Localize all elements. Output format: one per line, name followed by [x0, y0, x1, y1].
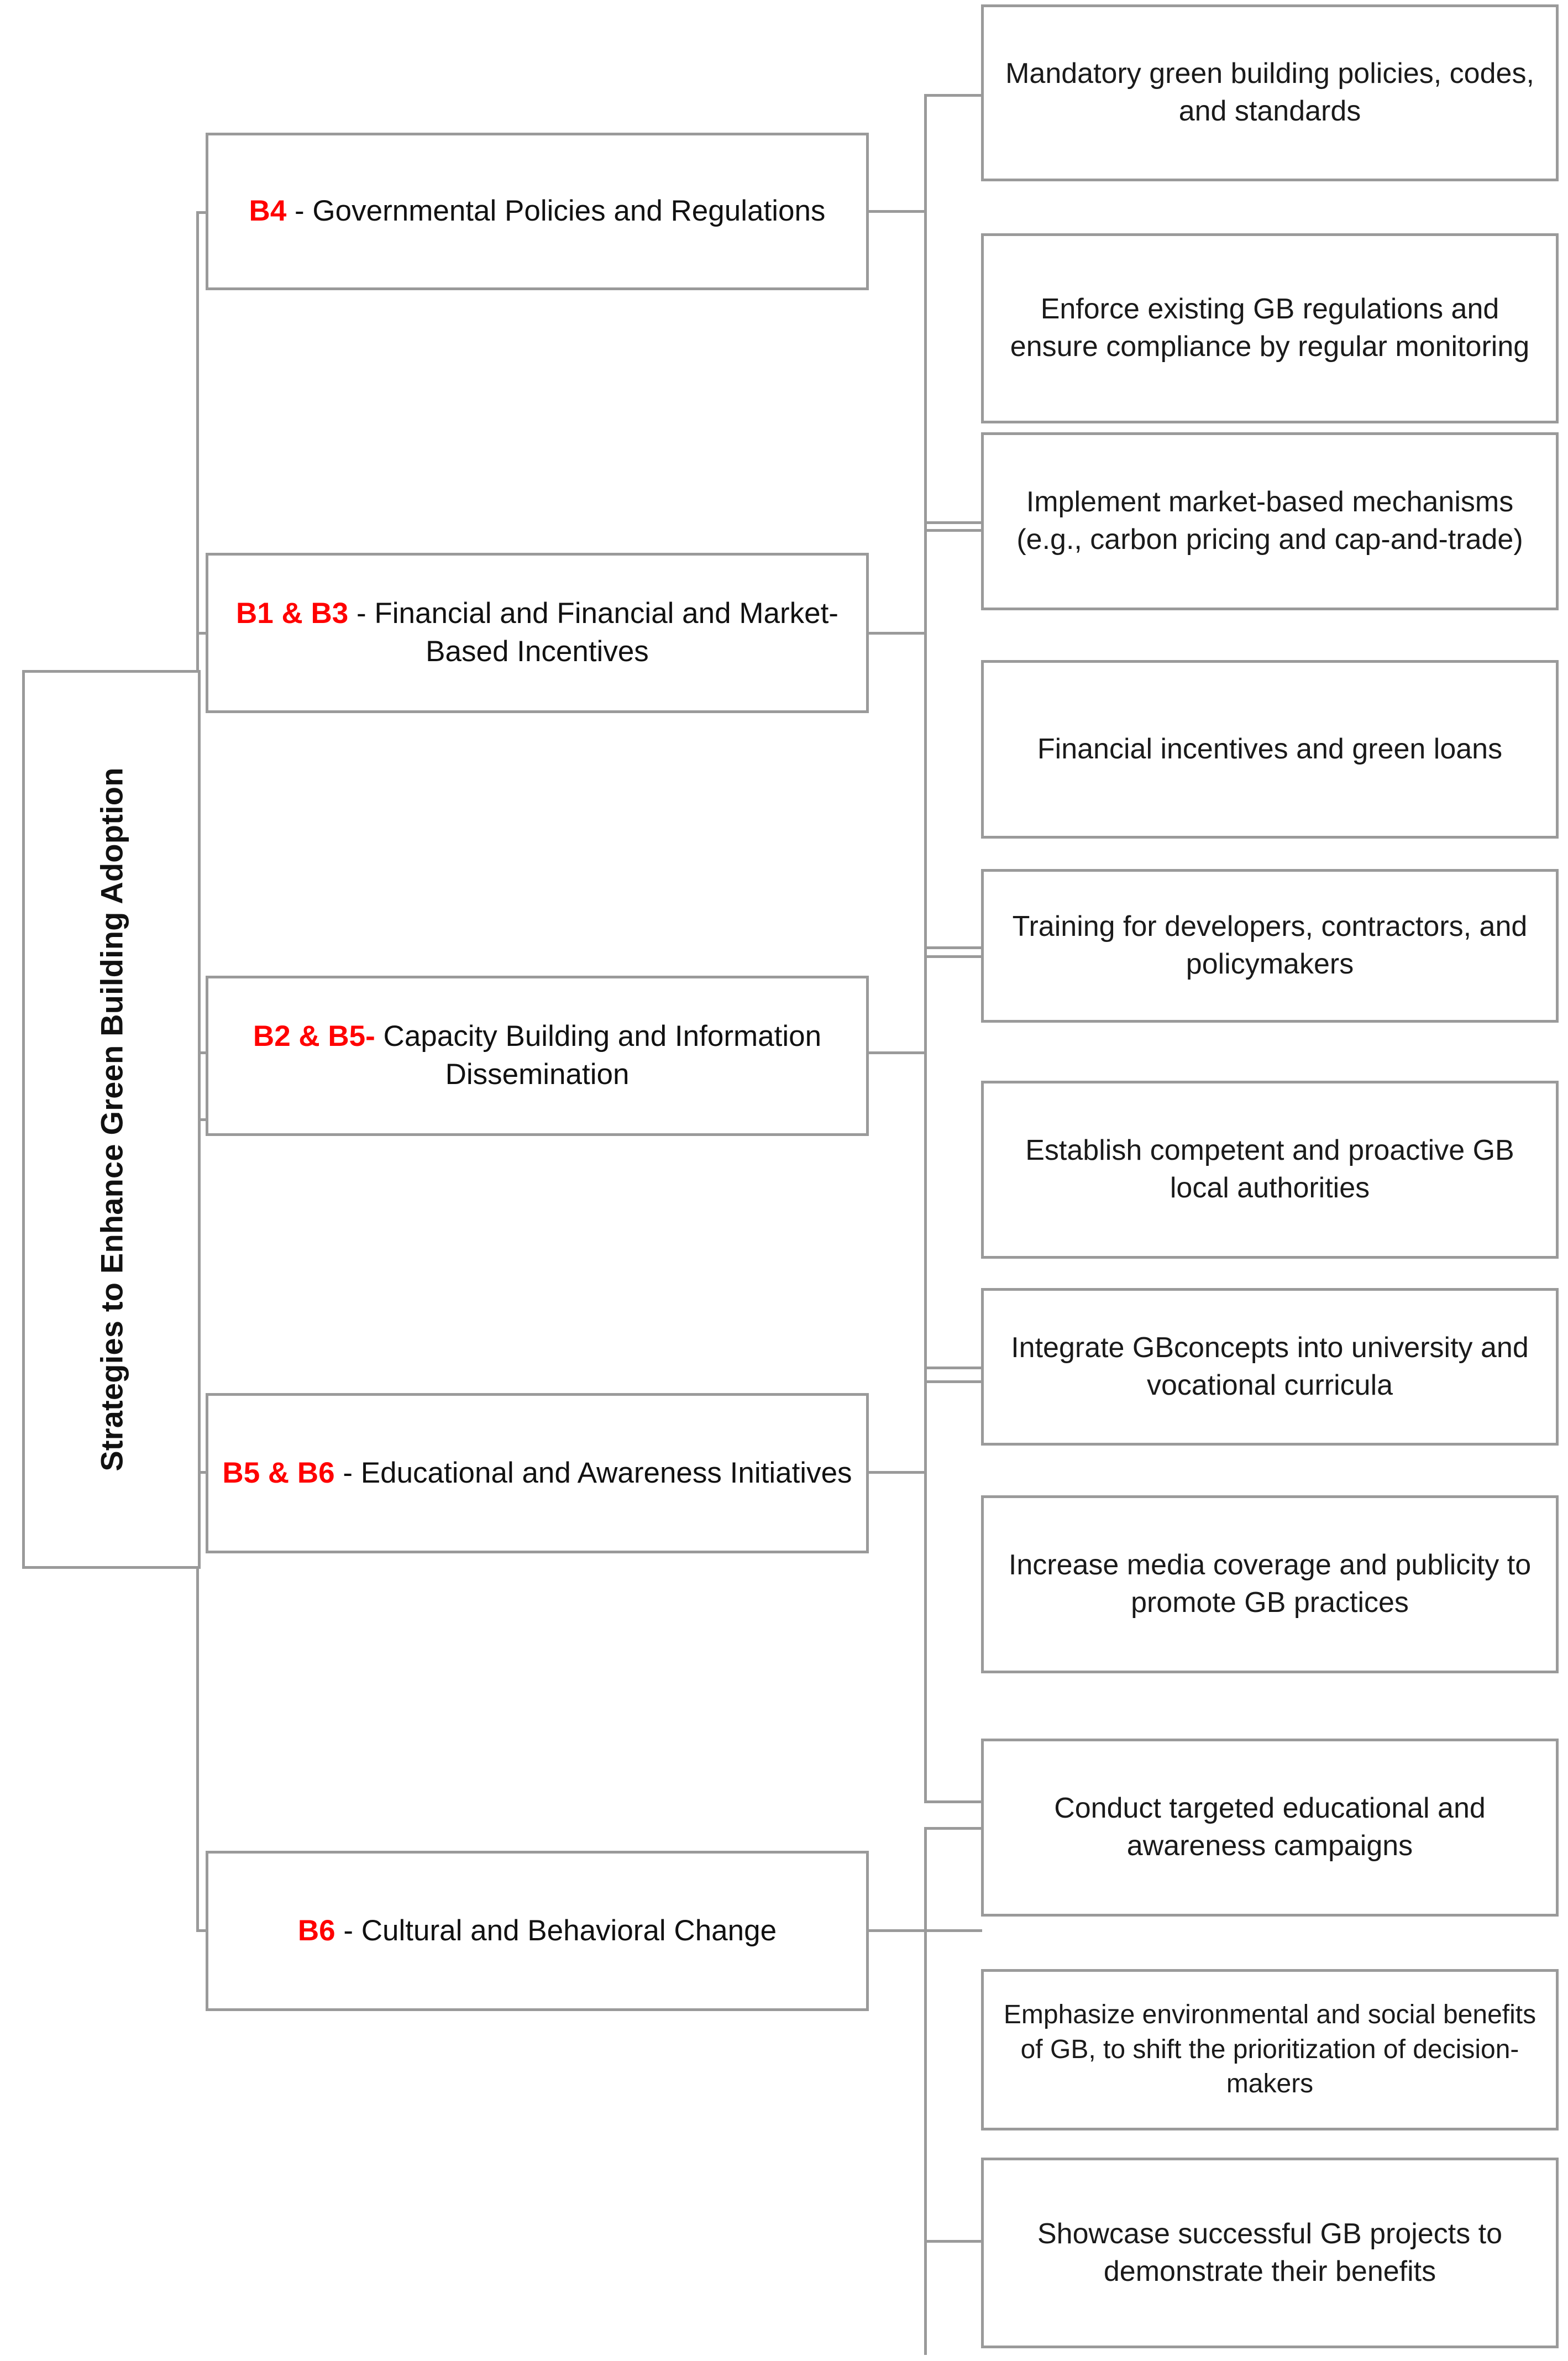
leaf-node-2-2-label: Financial incentives and green loans [1037, 732, 1503, 765]
connector-b1-out [868, 210, 926, 213]
branch-node-1[interactable]: B4 - Governmental Policies and Regulatio… [206, 133, 869, 290]
branch-node-3-name: Capacity Building and Information Dissem… [375, 1020, 822, 1091]
leaf-node-5-3-label: Showcase successful GB projects to demon… [1037, 2217, 1503, 2287]
connector-b4-child-2 [924, 1800, 982, 1803]
branch-node-1-code: B4 [249, 195, 295, 228]
connector-b3-child-2 [924, 1380, 982, 1383]
connector-b5-out [868, 1929, 926, 1932]
connector-b3-spine [924, 946, 927, 1383]
branch-node-5[interactable]: B6 - Cultural and Behavioral Change [206, 1851, 869, 2011]
leaf-node-4-1[interactable]: Integrate GBconcepts into university and… [981, 1288, 1559, 1446]
branch-node-2-name: - Financial and Financial and Market-Bas… [356, 597, 838, 668]
connector-b2-spine [924, 521, 927, 958]
branch-node-1-label: B4 - Governmental Policies and Regulatio… [249, 192, 826, 231]
branch-node-4[interactable]: B5 & B6 - Educational and Awareness Init… [206, 1393, 869, 1553]
connector-b5-child-1 [924, 1827, 982, 1830]
leaf-node-5-3[interactable]: Showcase successful GB projects to demon… [981, 2158, 1559, 2348]
connector-b4-child-1 [924, 1367, 982, 1369]
connector-b5-child-3 [924, 2240, 982, 2243]
leaf-node-3-2[interactable]: Establish competent and proactive GB loc… [981, 1081, 1559, 1259]
connector-b1-child-2 [924, 529, 982, 532]
connector-b4-spine [924, 1367, 927, 1803]
branch-node-5-name: - Cultural and Behavioral Change [343, 1914, 777, 1947]
leaf-node-1-2-label: Enforce existing GB regulations and ensu… [1010, 293, 1530, 363]
leaf-node-5-2-label: Emphasize environmental and social benef… [1003, 2000, 1536, 2099]
branch-node-4-code: B5 & B6 [222, 1456, 343, 1489]
branch-node-2-code: B1 & B3 [236, 597, 356, 630]
leaf-node-2-1[interactable]: Implement market-based mechanisms (e.g.,… [981, 432, 1559, 610]
leaf-node-1-1[interactable]: Mandatory green building policies, codes… [981, 4, 1559, 181]
connector-b2-child-2 [924, 955, 982, 958]
leaf-node-3-2-label: Establish competent and proactive GB loc… [1025, 1134, 1514, 1204]
leaf-node-1-2[interactable]: Enforce existing GB regulations and ensu… [981, 233, 1559, 423]
branch-node-3[interactable]: B2 & B5- Capacity Building and Informati… [206, 976, 869, 1136]
connector-b3-out [868, 1051, 926, 1054]
leaf-node-4-2-label: Increase media coverage and publicity to… [1008, 1549, 1532, 1619]
root-node[interactable]: Strategies to Enhance Green Building Ado… [22, 670, 201, 1569]
connector-b2-out [868, 632, 926, 635]
branch-node-5-label: B6 - Cultural and Behavioral Change [298, 1912, 777, 1950]
connector-b3-child-1 [924, 946, 982, 949]
leaf-node-5-1[interactable]: Conduct targeted educational and awarene… [981, 1739, 1559, 1917]
branch-node-5-code: B6 [297, 1914, 344, 1947]
branch-node-4-name: - Educational and Awareness Initiatives [343, 1456, 852, 1489]
leaf-node-4-2[interactable]: Increase media coverage and publicity to… [981, 1495, 1559, 1673]
connector-trunk-to-branch-5 [196, 1929, 207, 1932]
connector-b2-child-1 [924, 521, 982, 524]
connector-trunk-to-branch-4 [196, 1471, 207, 1474]
connector-b4-out [868, 1471, 926, 1474]
leaf-node-5-2[interactable]: Emphasize environmental and social benef… [981, 1969, 1559, 2130]
connector-trunk-to-branch-2 [196, 632, 207, 635]
branch-node-4-label: B5 & B6 - Educational and Awareness Init… [222, 1454, 852, 1493]
connector-b1-spine [924, 94, 927, 532]
connector-root-stub [198, 1118, 210, 1121]
branch-node-3-label: B2 & B5- Capacity Building and Informati… [218, 1018, 856, 1094]
connector-trunk-to-branch-3 [196, 1051, 207, 1054]
connector-b1-child-1 [924, 94, 982, 97]
leaf-node-2-1-label: Implement market-based mechanisms (e.g.,… [1016, 486, 1523, 556]
leaf-node-3-1-label: Training for developers, contractors, an… [1012, 910, 1528, 980]
branch-node-2-label: B1 & B3 - Financial and Financial and Ma… [218, 595, 856, 671]
leaf-node-2-2[interactable]: Financial incentives and green loans [981, 660, 1559, 839]
connector-b5-child-2 [924, 1929, 982, 1932]
connector-b5-spine [924, 1827, 927, 2355]
branch-node-2[interactable]: B1 & B3 - Financial and Financial and Ma… [206, 553, 869, 713]
leaf-node-4-1-label: Integrate GBconcepts into university and… [1011, 1331, 1529, 1401]
leaf-node-1-1-label: Mandatory green building policies, codes… [1005, 57, 1534, 127]
connector-trunk-to-branch-1 [196, 211, 207, 214]
root-node-label: Strategies to Enhance Green Building Ado… [94, 767, 129, 1472]
branch-node-3-code: B2 & B5- [253, 1020, 375, 1053]
branch-node-1-name: - Governmental Policies and Regulations [295, 195, 826, 228]
leaf-node-5-1-label: Conduct targeted educational and awarene… [1054, 1792, 1486, 1862]
leaf-node-3-1[interactable]: Training for developers, contractors, an… [981, 869, 1559, 1023]
